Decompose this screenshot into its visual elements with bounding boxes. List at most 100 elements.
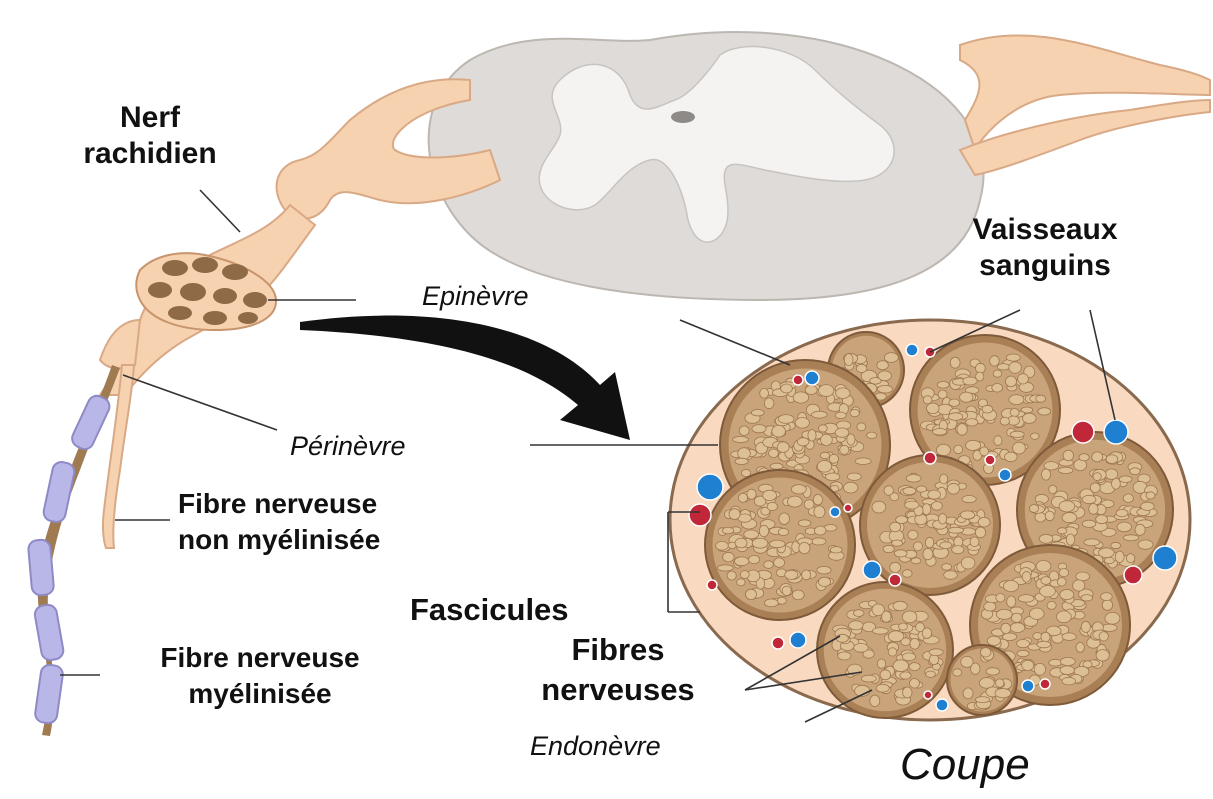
nerve-fiber	[980, 648, 991, 657]
nerve-fiber	[1047, 601, 1056, 609]
vein	[805, 371, 819, 385]
nerve-fiber	[760, 388, 769, 398]
nerve-fiber	[892, 540, 903, 546]
nerve-fiber	[746, 589, 757, 599]
nerve-fiber	[914, 542, 923, 551]
nerve-fiber	[1073, 580, 1085, 591]
nerve-fiber	[1059, 569, 1069, 577]
nerve-fiber	[861, 675, 876, 682]
nerve-fiber	[772, 425, 786, 437]
nerve-fiber	[797, 438, 809, 446]
artery	[889, 574, 901, 586]
nerve-fiber	[853, 610, 864, 617]
nerve-fiber	[774, 558, 785, 567]
nerve-fiber	[982, 405, 993, 413]
nerve-fiber	[812, 538, 826, 545]
nerve-fiber	[1003, 581, 1018, 592]
nerve-fiber	[1031, 433, 1040, 439]
nerve-fiber	[1105, 469, 1118, 480]
nerve-fiber	[1010, 409, 1019, 417]
nerve-fiber	[896, 516, 908, 524]
nerve-fiber	[836, 388, 850, 399]
artery	[689, 504, 711, 526]
label-endonevre: Endonèvre	[530, 730, 661, 762]
nerve-fiber	[1066, 534, 1074, 545]
nerve-fiber	[749, 555, 760, 563]
nerve-fiber	[996, 679, 1004, 687]
label-epinevre: Epinèvre	[422, 280, 529, 312]
nerve-fiber	[878, 371, 891, 381]
nerve-fiber	[890, 562, 901, 572]
nerve-fiber	[802, 570, 811, 580]
nerve-fiber	[735, 557, 749, 566]
artery	[844, 504, 852, 512]
nerve-fiber	[987, 636, 1000, 645]
nerve-fiber	[1057, 611, 1072, 623]
vein	[830, 507, 840, 517]
nerve-fiber	[1059, 501, 1075, 512]
nerve-fiber	[1022, 572, 1031, 583]
nerve-fiber	[752, 425, 766, 433]
nerve-fiber	[970, 537, 979, 547]
nerve-fiber	[944, 571, 958, 580]
nerve-fiber	[986, 668, 999, 675]
vein	[790, 632, 806, 648]
nerve-fiber	[1049, 659, 1062, 666]
nerve-fiber	[738, 493, 747, 502]
nerve-fiber	[940, 474, 948, 484]
nerve-fiber	[948, 527, 963, 533]
nerve-fiber	[1018, 374, 1029, 384]
nerve-fiber	[903, 487, 916, 494]
nerve-fiber	[960, 392, 973, 402]
nerve-fiber	[1076, 572, 1090, 581]
nerve-fiber	[1037, 641, 1051, 648]
nerve-fiber	[884, 353, 898, 363]
nerve-fiber	[984, 602, 996, 611]
nerve-fiber	[791, 485, 806, 494]
nerve-fiber	[752, 538, 768, 548]
nerve-fiber	[933, 428, 947, 435]
label-nerf-line1: Nerf	[60, 100, 240, 136]
nerve-fiber	[990, 356, 1000, 366]
nerve-fiber	[906, 475, 921, 483]
nerve-fiber	[1023, 413, 1037, 423]
nerve-fiber	[1040, 586, 1056, 597]
nerve-fiber	[838, 652, 851, 660]
nerve-fiber	[888, 631, 904, 642]
nerve-fiber	[929, 655, 938, 665]
nerve-fiber	[922, 504, 930, 515]
nerve-fiber	[909, 663, 920, 671]
nerve-fiber	[938, 390, 947, 398]
nerve-fiber	[747, 489, 756, 499]
nerve-fiber	[975, 697, 989, 703]
artery	[1124, 566, 1142, 584]
nerve-fiber	[830, 547, 842, 553]
nerve-fiber	[1119, 476, 1132, 483]
label-fibres-nerveuses-line1: Fibres	[498, 630, 738, 670]
vein	[999, 469, 1011, 481]
nerve-fiber	[808, 430, 816, 442]
nerve-fiber	[1006, 354, 1020, 361]
nerve-fiber	[1006, 376, 1017, 387]
label-fibre-non-myel-line2: non myélinisée	[178, 522, 380, 558]
label-perinevre: Périnèvre	[290, 430, 406, 462]
nerve-fiber	[778, 415, 794, 424]
nerve-fiber	[884, 486, 893, 496]
nerve-fiber	[963, 688, 973, 699]
nerve-fiber	[880, 670, 891, 680]
artery	[1072, 421, 1094, 443]
nerve-fiber	[1007, 596, 1016, 607]
vein	[697, 474, 723, 500]
nerve-fiber	[739, 426, 749, 436]
nerve-fiber	[1010, 431, 1024, 437]
nerve-fiber	[867, 432, 877, 438]
vein	[1153, 546, 1177, 570]
artery	[985, 455, 995, 465]
label-fibre-myel-line1: Fibre nerveuse	[100, 640, 420, 676]
nerve-fiber	[1102, 600, 1112, 611]
nerve-fiber	[1081, 621, 1090, 632]
nerve-fiber	[804, 500, 814, 509]
vein	[1022, 680, 1034, 692]
nerve-fiber	[817, 566, 831, 574]
nerve-fiber	[966, 419, 978, 426]
